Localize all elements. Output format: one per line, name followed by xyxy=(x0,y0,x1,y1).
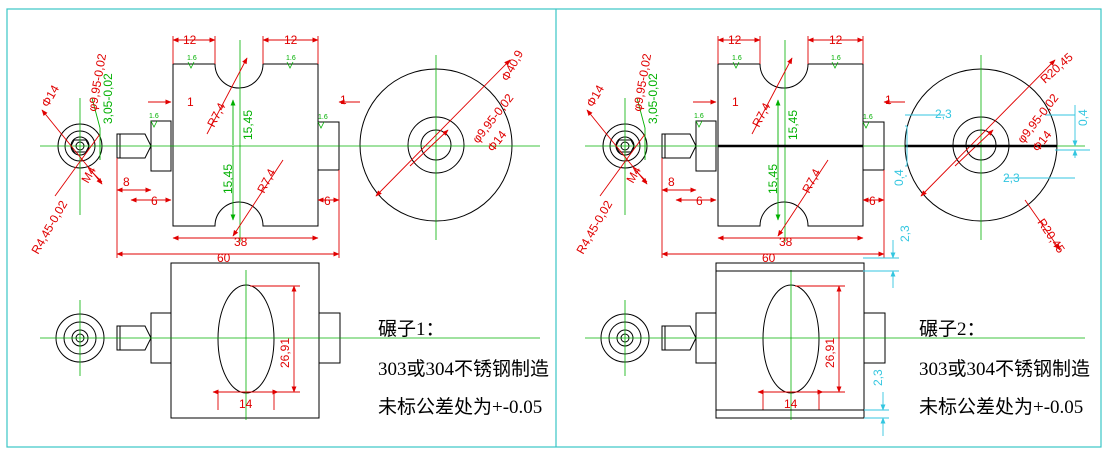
dim-up: 15,45 xyxy=(786,110,800,140)
roughness-top-right: 1.6 xyxy=(286,55,296,62)
roughness-top-right: 1.6 xyxy=(831,55,841,62)
dim-c23b: 2,3 xyxy=(1003,171,1020,185)
dim-305: 3,05-0,02 xyxy=(646,73,660,124)
dim-big-phi: Φ40,9 xyxy=(498,47,526,83)
dim-up: 15,45 xyxy=(241,110,255,140)
dim-step-right: 1 xyxy=(340,93,347,107)
dim-top-w2: 12 xyxy=(829,33,843,47)
dim-ell-h: 26,91 xyxy=(823,338,837,368)
note-tolerance: 未标公差处为+-0.05 xyxy=(919,396,1083,418)
dim-step-left: 1 xyxy=(187,95,194,109)
roughness-right: 1.6 xyxy=(318,114,328,121)
dim-c04a: 0,4 xyxy=(1076,109,1090,126)
variant-rim xyxy=(716,270,864,411)
dim-hub-left: 6 xyxy=(696,194,703,208)
dim-r445: R4,45-0,02 xyxy=(28,198,70,257)
panel-1-labels: 12 12 1.6 1.6 1.6 1.6 1 1 R7,4 R7,4 15,4… xyxy=(28,33,549,418)
dim-r-bottom: R7,4 xyxy=(254,166,278,195)
dim-hub-right: 6 xyxy=(324,194,331,208)
frame xyxy=(6,8,1102,448)
dim-total-60: 60 xyxy=(762,251,776,265)
dim-ell-w: 14 xyxy=(239,397,253,411)
dim-top-w1: 12 xyxy=(183,33,197,47)
roughness-left: 1.6 xyxy=(694,113,704,120)
note-material: 303或304不锈钢制造 xyxy=(378,358,549,380)
dim-phi14: Φ14 xyxy=(583,82,607,109)
note-tolerance: 未标公差处为+-0.05 xyxy=(378,396,542,418)
dim-phi14: Φ14 xyxy=(38,82,62,109)
note-title: 碾子2： xyxy=(919,319,986,340)
dim-r-top: R7,4 xyxy=(749,100,773,129)
dim-ell-h: 26,91 xyxy=(278,338,292,368)
dim-r-bottom: R7,4 xyxy=(799,166,823,195)
panel-2 xyxy=(585,36,1090,436)
note-material: 303或304不锈钢制造 xyxy=(919,358,1090,380)
roughness-right: 1.6 xyxy=(863,114,873,121)
dim-hub-right: 6 xyxy=(869,194,876,208)
dim-305: 3,05-0,02 xyxy=(101,73,115,124)
dim-total-38: 38 xyxy=(234,235,248,249)
dim-ell-w: 14 xyxy=(784,397,798,411)
dim-pin-len: 8 xyxy=(668,175,675,189)
roughness-left: 1.6 xyxy=(149,113,159,120)
dim-total-38: 38 xyxy=(779,235,793,249)
dim-pin-len: 8 xyxy=(123,175,130,189)
dim-step-left: 1 xyxy=(732,95,739,109)
dim-c23a: 2,3 xyxy=(935,107,952,121)
dim-c23d: 2,3 xyxy=(871,369,885,386)
note-title: 碾子1： xyxy=(378,319,445,340)
roughness-top-left: 1.6 xyxy=(187,55,197,62)
dim-big-r1: R20,45 xyxy=(1038,50,1076,87)
cyan-dimensions xyxy=(863,105,1090,436)
dim-hub-left: 6 xyxy=(151,194,158,208)
dim-r445: R4,45-0,02 xyxy=(573,198,615,257)
dim-step-right: 1 xyxy=(885,93,892,107)
dim-r-top: R7,4 xyxy=(204,100,228,129)
dim-down: 15,45 xyxy=(221,164,235,194)
dim-big-r2: R20,45 xyxy=(1035,216,1068,256)
roughness-top-left: 1.6 xyxy=(732,55,742,62)
dim-m4: M4 xyxy=(78,164,99,186)
dim-total-60: 60 xyxy=(217,251,231,265)
dim-m4: M4 xyxy=(623,164,644,186)
dim-down: 15,45 xyxy=(766,164,780,194)
dim-c23c: 2,3 xyxy=(898,225,912,242)
dim-top-w1: 12 xyxy=(728,33,742,47)
dim-c04b: 0,4 xyxy=(892,169,906,186)
dim-top-w2: 12 xyxy=(284,33,298,47)
